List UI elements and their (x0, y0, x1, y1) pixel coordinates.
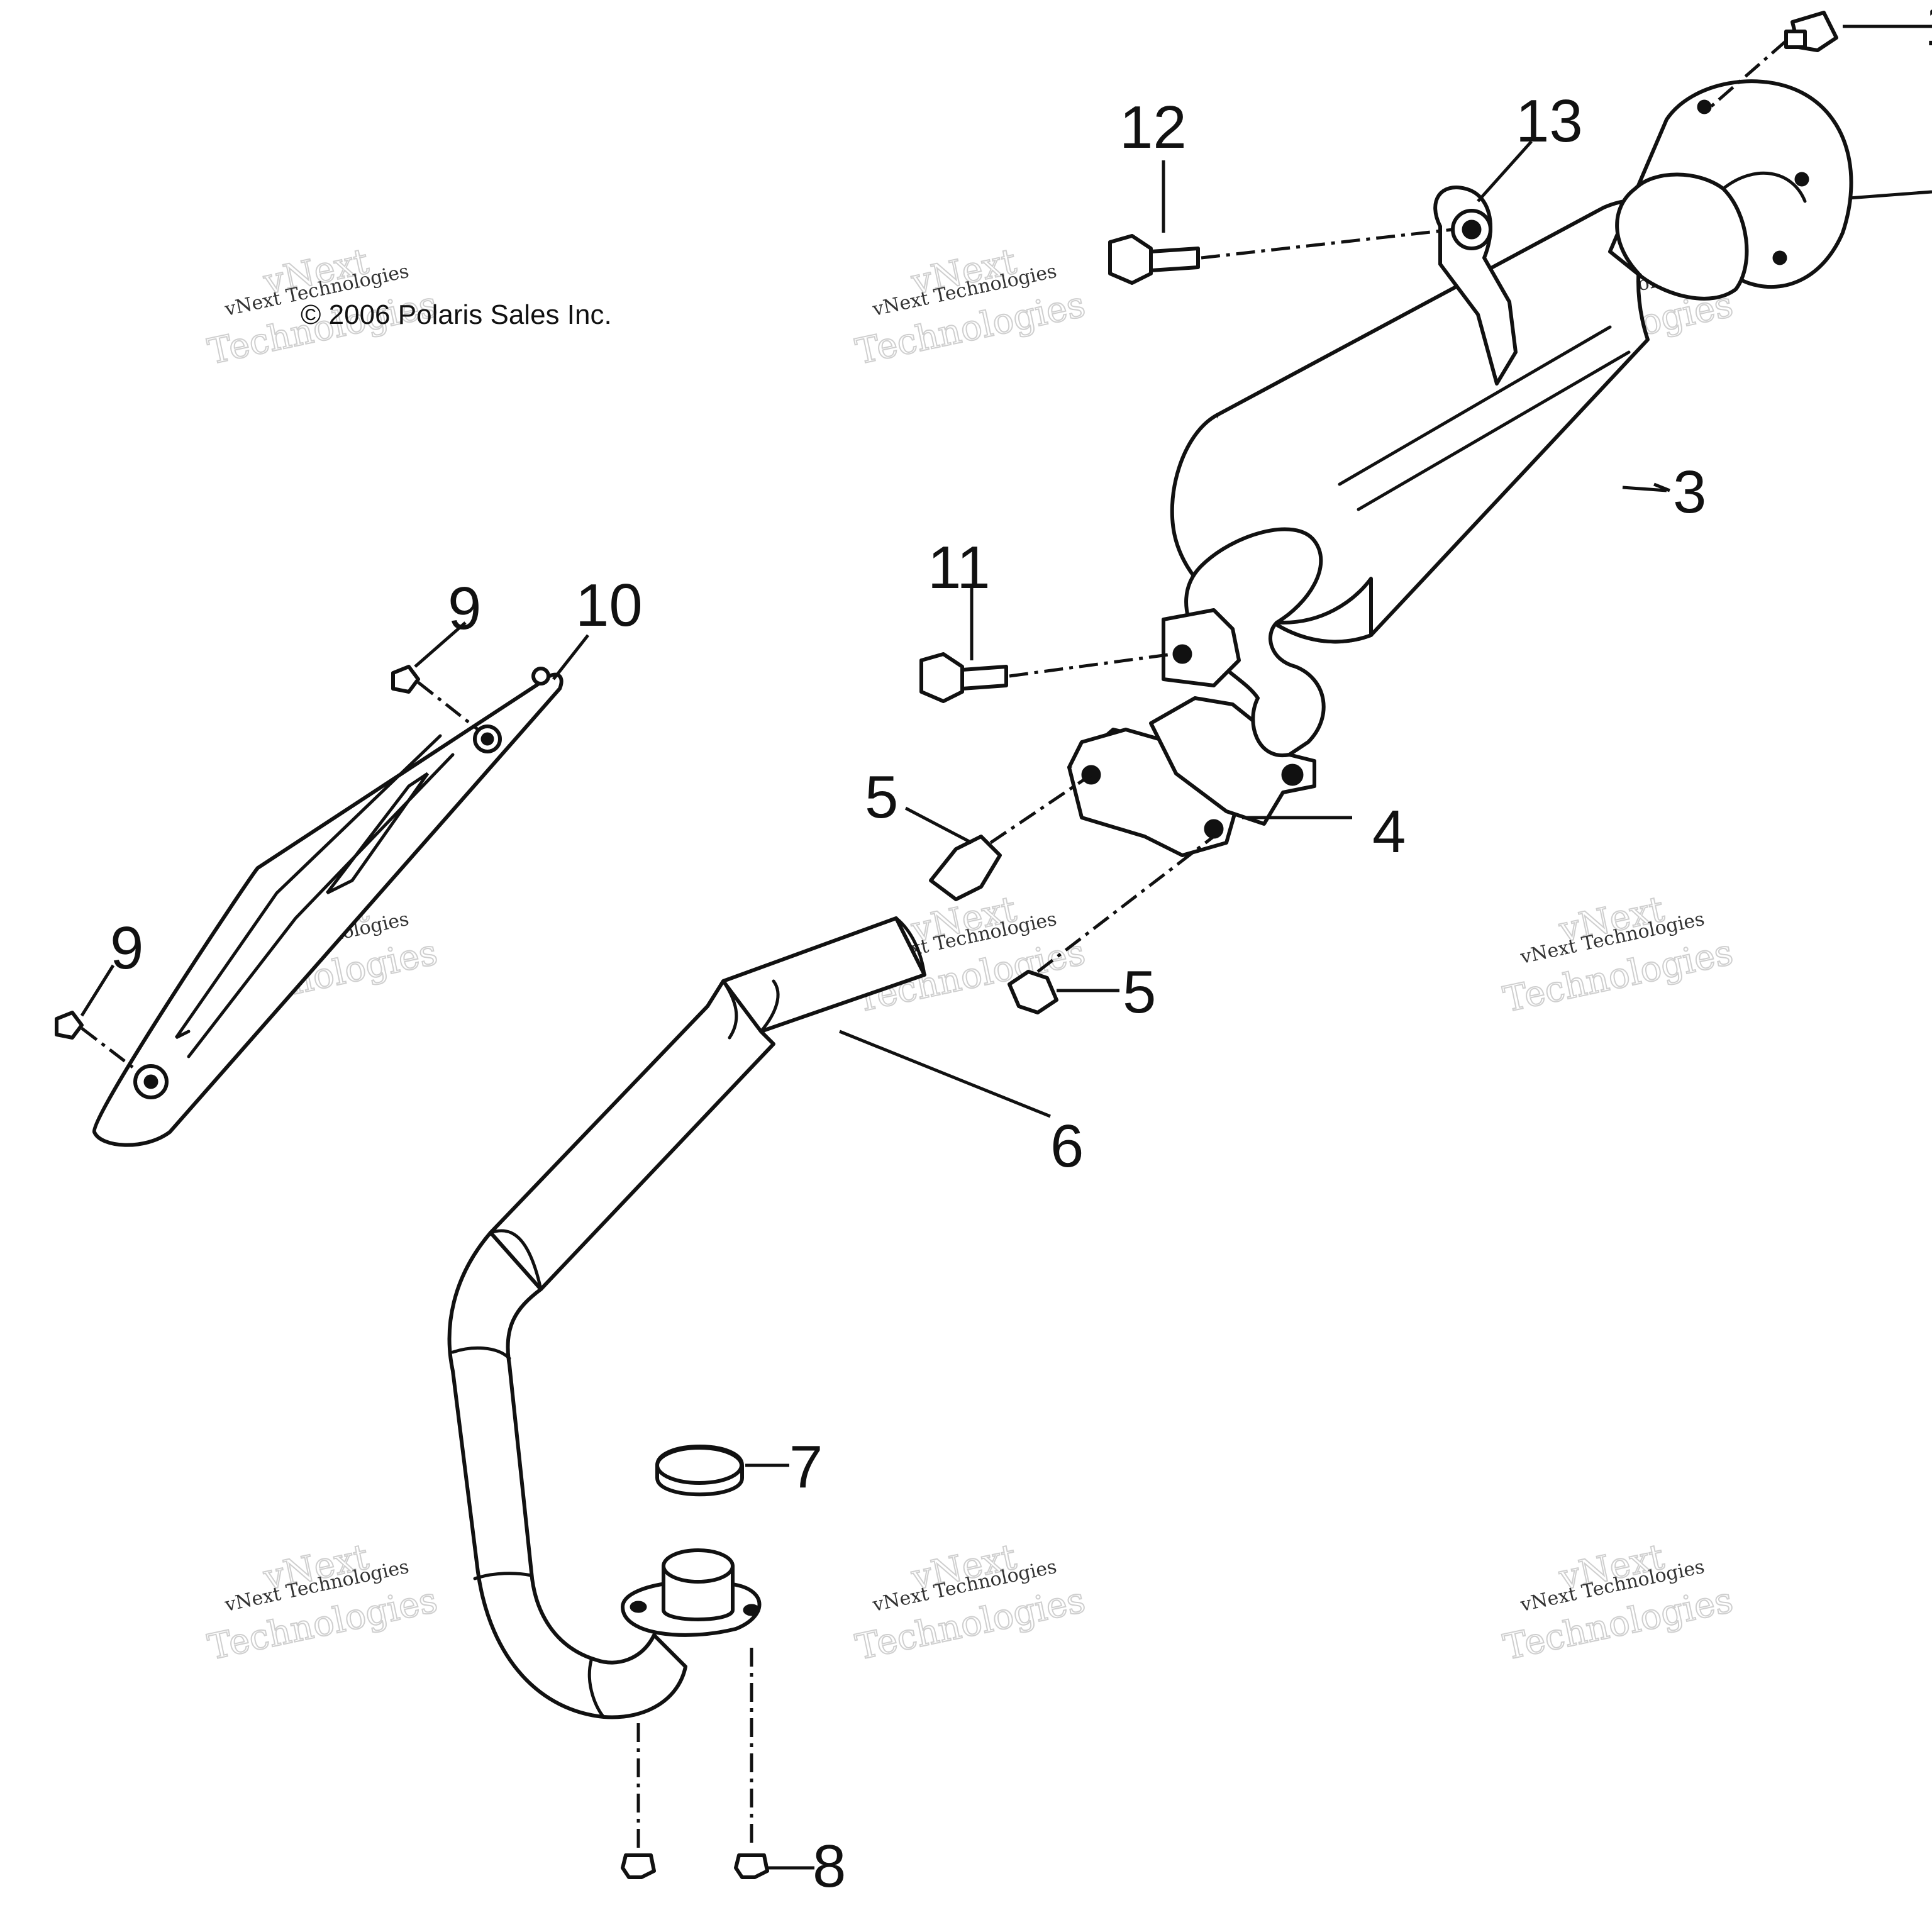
nut-right (734, 1853, 769, 1879)
callout-7: 7 (789, 1433, 823, 1501)
copyright-notice: © 2006 Polaris Sales Inc. (301, 299, 612, 330)
callouts: 1 3 4 5 5 6 7 8 9 9 10 11 12 13 (110, 0, 1932, 1900)
cap-screw (1709, 11, 1838, 108)
watermark: vNext vNext Technologies Technologies (204, 1536, 441, 1668)
callout-5-upper: 5 (865, 763, 898, 831)
callout-10: 10 (575, 572, 643, 639)
heat-shield (92, 667, 564, 1147)
callout-4: 4 (1372, 798, 1406, 865)
watermark: vNext vNext Technologies Technologies (852, 240, 1089, 373)
callout-1: 1 (1924, 0, 1932, 58)
callout-9-lower: 9 (110, 914, 143, 982)
callout-9-upper: 9 (448, 575, 481, 642)
callout-6: 6 (1050, 1113, 1084, 1180)
callout-5-lower: 5 (1123, 958, 1156, 1026)
nut-left (621, 1853, 656, 1879)
exhaust-port-flange (621, 1548, 762, 1637)
bolt-upper (929, 835, 1002, 901)
exhaust-gasket (655, 1445, 744, 1497)
muffler-mount-bolt-11 (919, 652, 1174, 703)
head-pipe-bend (447, 1231, 687, 1719)
callout-11: 11 (928, 534, 991, 601)
exhaust-nuts (621, 1648, 769, 1879)
watermark: vNext vNext Technologies Technologies (1499, 1536, 1737, 1668)
screw-lower (55, 1011, 84, 1040)
callout-12: 12 (1119, 94, 1187, 161)
screw-upper (391, 665, 420, 694)
watermark: vNext vNext Technologies Technologies (852, 1536, 1089, 1668)
muffler (1162, 186, 1655, 758)
callout-3: 3 (1673, 458, 1706, 526)
clamp-bolts (929, 773, 1215, 1014)
head-pipe (447, 916, 926, 1719)
head-pipe-body (489, 916, 926, 1291)
callout-8: 8 (813, 1833, 846, 1900)
spark-arrestor-cap (1608, 79, 1853, 301)
leader-lines (80, 25, 1932, 1870)
callout-13: 13 (1516, 87, 1583, 155)
heat-shield-screws (55, 665, 479, 1070)
muffler-mount-bolt-12 (1108, 228, 1453, 285)
watermark: vNext vNext Technologies Technologies (1499, 888, 1737, 1021)
bolt-lower (1008, 970, 1058, 1014)
